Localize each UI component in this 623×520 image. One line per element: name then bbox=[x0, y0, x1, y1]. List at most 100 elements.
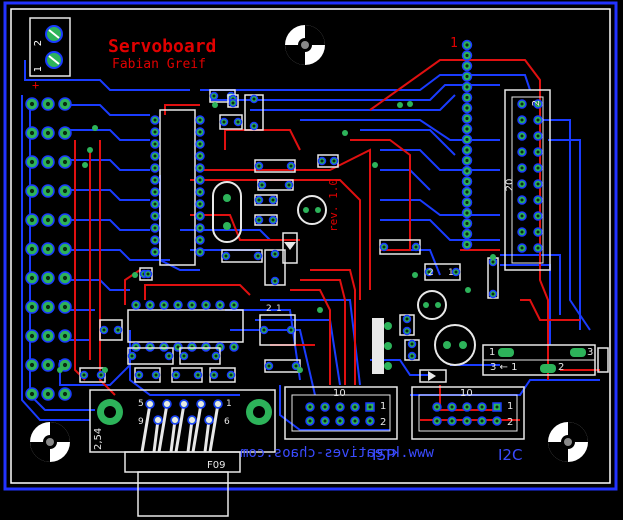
conn20-pad-hole bbox=[536, 150, 540, 154]
via bbox=[92, 125, 98, 131]
servo-pad-hole bbox=[29, 391, 35, 397]
dsub-lead bbox=[157, 403, 169, 453]
passive-pad-hole bbox=[257, 218, 261, 222]
i2c-pad-hole bbox=[465, 405, 469, 409]
passive-pad-hole bbox=[410, 342, 414, 346]
isp-connector bbox=[284, 386, 398, 440]
dsub-pad-hole bbox=[181, 401, 187, 407]
servo-pad-hole bbox=[29, 275, 35, 281]
conn20-pad-hole bbox=[520, 134, 524, 138]
via bbox=[212, 102, 218, 108]
dsub-lead bbox=[191, 403, 203, 453]
conn20-pad-hole bbox=[536, 118, 540, 122]
passive-pad-hole bbox=[491, 292, 495, 296]
passive-pad-hole bbox=[332, 159, 336, 163]
passive-pad-hole bbox=[102, 328, 106, 332]
pin-label-2b: 2 bbox=[428, 268, 434, 278]
isp-pad-hole bbox=[338, 419, 342, 423]
passive-pad-hole bbox=[167, 354, 171, 358]
revision-label: rev. 1.0 bbox=[327, 179, 340, 232]
i2c-pad-hole bbox=[495, 405, 499, 409]
board-author: Fabian Greif bbox=[112, 57, 206, 72]
passive-pad-hole bbox=[405, 317, 409, 321]
servo-pad-hole bbox=[62, 246, 68, 252]
driver-pad-hole bbox=[176, 345, 180, 349]
driver-pad-hole bbox=[134, 303, 138, 307]
servo-pad-hole bbox=[45, 391, 51, 397]
conn20-pad-hole bbox=[536, 166, 540, 170]
dsub-lead bbox=[203, 419, 211, 453]
header-pad-hole bbox=[465, 137, 469, 142]
terminal-label-1: 1 bbox=[33, 65, 45, 73]
passive-pad-hole bbox=[116, 328, 120, 332]
passive-pad-hole bbox=[271, 198, 275, 202]
mounting-hole-right bbox=[548, 422, 588, 462]
dsub-pad-hole bbox=[198, 401, 204, 407]
isp-pad-hole bbox=[323, 405, 327, 409]
conn20-pad-hole bbox=[520, 182, 524, 186]
passive-pad-hole bbox=[146, 272, 150, 276]
passive-pad-hole bbox=[212, 94, 216, 98]
isp-pad-hole bbox=[338, 405, 342, 409]
driver-pad-hole bbox=[232, 345, 236, 349]
mcu-pad-hole bbox=[153, 130, 157, 134]
dsub-pin9-label: 9 bbox=[138, 417, 144, 427]
conn20-pad-hole bbox=[520, 198, 524, 202]
servo-pad-hole bbox=[62, 333, 68, 339]
pin-label-1a: 1 bbox=[276, 304, 282, 314]
via bbox=[465, 287, 471, 293]
i2c-pad-hole bbox=[495, 419, 499, 423]
isp-pad-hole bbox=[353, 405, 357, 409]
header-pad-hole bbox=[465, 148, 469, 152]
isp-pad-hole bbox=[308, 419, 312, 423]
header-pad-hole bbox=[465, 200, 469, 205]
header-pad-hole bbox=[465, 74, 469, 79]
servo-pad-hole bbox=[62, 159, 68, 165]
servo-pad-hole bbox=[29, 362, 35, 368]
dsub-lead bbox=[152, 419, 160, 453]
via bbox=[297, 367, 303, 373]
servo-pad-hole bbox=[45, 362, 51, 368]
mcu-pad-hole bbox=[153, 202, 157, 206]
conn20-pad-hole bbox=[536, 214, 540, 218]
header-pad-hole bbox=[465, 179, 469, 184]
passive-pad-hole bbox=[454, 270, 458, 274]
mcu-pad-hole bbox=[198, 178, 202, 182]
conn20-pad-hole bbox=[520, 118, 524, 122]
mcu-pad-hole bbox=[153, 154, 157, 158]
i2c-pad-hole bbox=[435, 405, 439, 409]
jumper-block bbox=[482, 344, 609, 376]
dsub-pad-hole bbox=[206, 417, 212, 423]
mounting-hole-left bbox=[30, 422, 70, 462]
passive-pad-hole bbox=[414, 245, 418, 249]
passive-pad-hole bbox=[427, 270, 431, 274]
passive-pad-hole bbox=[130, 354, 134, 358]
servo-pad-hole bbox=[62, 304, 68, 310]
header-pad-hole bbox=[465, 53, 469, 58]
header-pad-hole bbox=[465, 211, 469, 215]
mounting-holes bbox=[30, 25, 588, 462]
dsub-lead bbox=[186, 419, 194, 453]
isp-pad-hole bbox=[368, 419, 372, 423]
passive-pad-hole bbox=[260, 183, 264, 187]
servo-pad-hole bbox=[45, 275, 51, 281]
servo-pad-hole bbox=[45, 304, 51, 310]
power-terminal bbox=[29, 17, 71, 77]
passive-pad-hole bbox=[294, 364, 298, 368]
via bbox=[407, 101, 413, 107]
board-inner-edge bbox=[10, 8, 611, 484]
via bbox=[317, 307, 323, 313]
passive-pad-hole bbox=[231, 101, 235, 105]
conn20-pad-hole bbox=[520, 246, 524, 250]
dsub-connector bbox=[89, 389, 276, 517]
servo-pad-hole bbox=[29, 333, 35, 339]
mcu-pad-hole bbox=[153, 178, 157, 182]
via bbox=[102, 367, 108, 373]
jumper-pin3-label: 3 bbox=[587, 347, 594, 358]
passive-pad-hole bbox=[273, 252, 277, 256]
i2c-pad-hole bbox=[480, 405, 484, 409]
conn20-pad-hole bbox=[520, 230, 524, 234]
dsub-pad-hole bbox=[147, 401, 153, 407]
isp-pad-hole bbox=[353, 419, 357, 423]
mcu-pad-hole bbox=[198, 250, 202, 254]
